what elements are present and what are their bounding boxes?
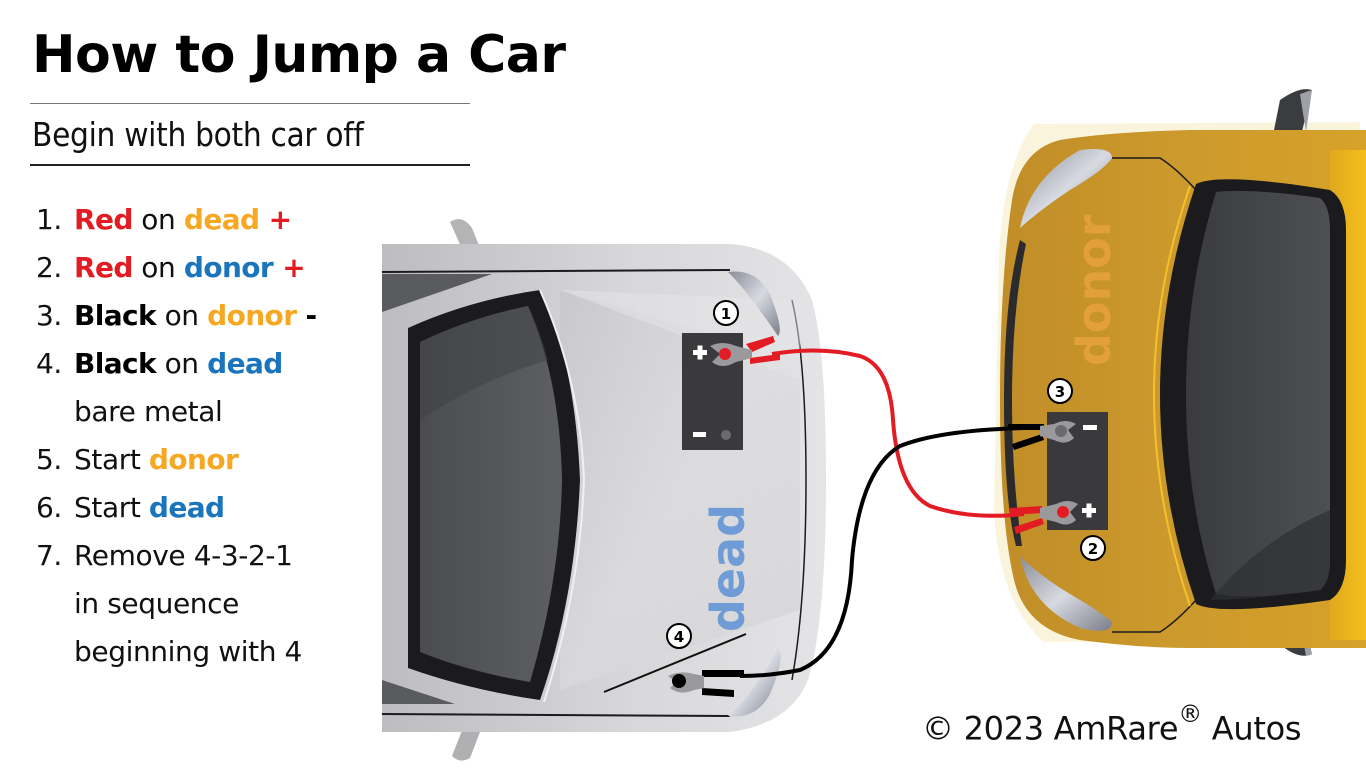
headlight-icon — [1020, 149, 1112, 228]
car-donor: donor — [183, 251, 274, 284]
step-text: on — [156, 347, 208, 380]
copyright-text: © 2023 AmRare — [922, 709, 1179, 748]
dead-car: dead — [381, 219, 826, 761]
car-donor: donor — [207, 299, 297, 332]
step-text: Start — [74, 443, 149, 476]
copyright: © 2023 AmRare® Autos — [922, 696, 1302, 753]
car-donor: donor — [148, 443, 239, 476]
step-number: 6. — [36, 491, 62, 524]
step-3: 3. Black on donor - — [36, 292, 317, 340]
car-dead: dead — [207, 347, 283, 380]
step-6: 6. Start dead — [36, 484, 317, 532]
step-text: on — [132, 203, 184, 236]
step-number: 1. — [36, 203, 62, 236]
badge-number: 1 — [721, 305, 731, 323]
step-text: Remove 4-3-2-1 — [74, 539, 293, 572]
car-dead: dead — [148, 491, 225, 524]
headlight-icon — [728, 271, 780, 336]
red-cable — [771, 348, 1025, 518]
step-4: 4. Black on dead bare metal — [36, 340, 317, 436]
cable-black: Black — [74, 299, 157, 332]
title-divider — [30, 103, 470, 104]
step-continuation: beginning with 4 — [74, 635, 302, 668]
step-number: 4. — [36, 347, 62, 380]
terminal-negative: - — [296, 299, 318, 332]
copyright-company: Autos — [1201, 709, 1302, 748]
cable-red: Red — [74, 203, 133, 236]
step-continuation: in sequence — [74, 587, 239, 620]
car-dead: dead — [183, 203, 260, 236]
donor-car: donor — [994, 89, 1366, 656]
subtitle: Begin with both car off — [32, 115, 364, 154]
badge-4: 4 — [666, 623, 692, 649]
step-7: 7. Remove 4-3-2-1 in sequence beginning w… — [36, 532, 317, 676]
step-text: on — [132, 251, 184, 284]
minus-icon — [1083, 425, 1097, 430]
clamp-black-dead-ground — [668, 670, 744, 697]
page-title: How to Jump a Car — [32, 25, 566, 85]
step-number: 5. — [36, 443, 62, 476]
badge-number: 3 — [1055, 383, 1065, 401]
step-2: 2. Red on donor + — [36, 244, 317, 292]
steps-list: 1. Red on dead + 2. Red on donor + 3. Black… — [36, 196, 317, 676]
clamp-black-donor-negative — [1008, 421, 1076, 450]
step-1: 1. Red on dead + — [36, 196, 317, 244]
registered-mark: ® — [1178, 700, 1202, 728]
badge-2: 2 — [1080, 535, 1106, 561]
headlight-icon — [728, 648, 781, 717]
dead-car-label: dead — [701, 504, 755, 632]
badge-3: 3 — [1047, 378, 1073, 404]
badge-number: 2 — [1088, 540, 1098, 558]
subtitle-divider — [30, 164, 470, 166]
black-cable — [739, 426, 1025, 678]
step-continuation: bare metal — [74, 395, 223, 428]
minus-icon — [693, 432, 706, 437]
clamp-red-donor-positive — [1010, 501, 1078, 534]
step-number: 3. — [36, 299, 62, 332]
step-text: on — [156, 299, 208, 332]
step-number: 7. — [36, 539, 62, 572]
terminal-positive: + — [259, 203, 292, 236]
cable-black: Black — [74, 347, 157, 380]
bare-metal-line — [603, 633, 747, 693]
badge-1: 1 — [713, 300, 739, 326]
clamp-red-dead-positive — [710, 336, 780, 366]
cable-red: Red — [74, 251, 133, 284]
step-text: Start — [74, 491, 149, 524]
step-number: 2. — [36, 251, 62, 284]
terminal-positive: + — [273, 251, 306, 284]
headlight-icon — [1020, 556, 1112, 631]
terminal-negative-icon — [721, 430, 731, 440]
badge-number: 4 — [674, 628, 684, 646]
donor-car-label: donor — [1067, 214, 1121, 366]
step-5: 5. Start donor — [36, 436, 317, 484]
